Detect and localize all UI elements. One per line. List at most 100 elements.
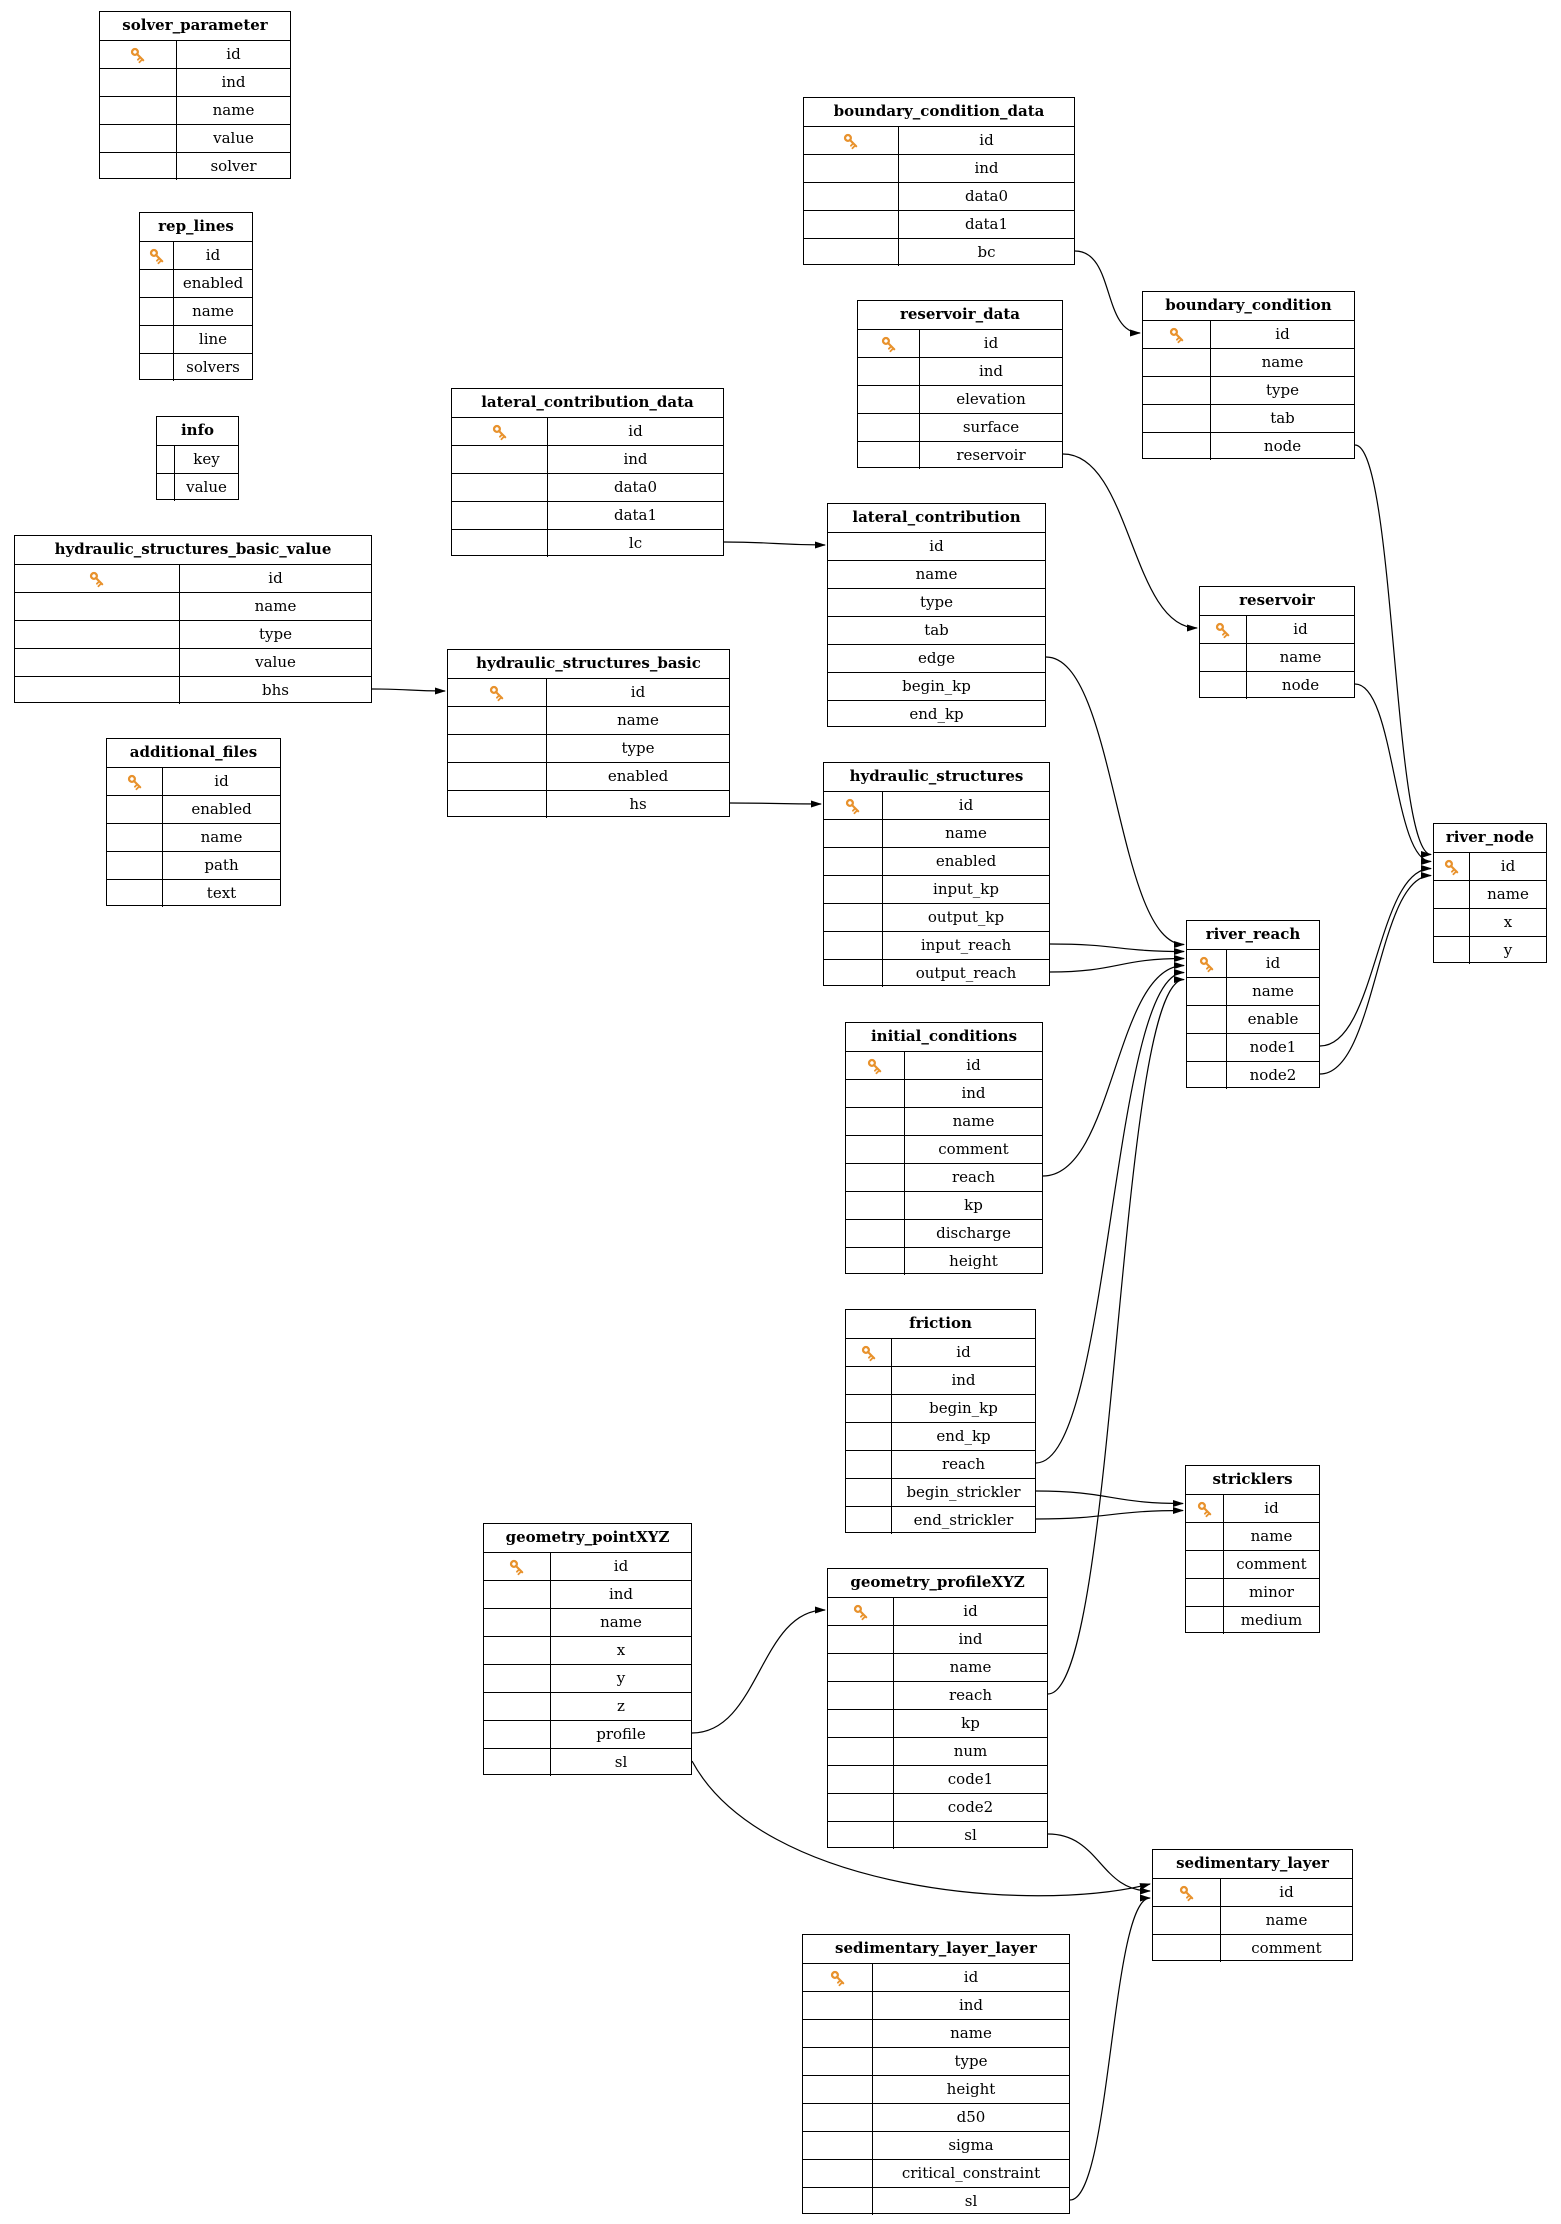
empty-key-cell [846, 1479, 892, 1506]
empty-key-cell [1434, 937, 1470, 964]
field-row-stricklers-medium: medium [1186, 1606, 1319, 1634]
empty-key-cell [824, 932, 883, 959]
field-row-lateral_contribution_data-ind: ind [452, 445, 723, 473]
primary-key-cell [15, 565, 180, 592]
field-row-boundary_condition_data-bc: bc [804, 238, 1074, 266]
empty-key-cell [824, 820, 883, 847]
field-row-reservoir_data-surface: surface [858, 413, 1062, 441]
field-name: name [192, 302, 234, 320]
field-row-lateral_contribution_data-data1: data1 [452, 501, 723, 529]
field-row-hydraulic_structures_basic-type: type [448, 734, 729, 762]
field-name: id [613, 1557, 629, 1575]
field-name: name [200, 828, 243, 846]
field-row-lateral_contribution_data-lc: lc [452, 529, 723, 557]
empty-key-cell [804, 155, 899, 182]
empty-key-cell [846, 1136, 905, 1163]
field-row-river_reach-id: id [1187, 949, 1319, 977]
field-row-lateral_contribution-end_kp: end_kp [828, 700, 1045, 728]
field-row-hydraulic_structures_basic_value-type: type [15, 620, 371, 648]
empty-key-cell [15, 677, 180, 704]
table-title-friction: friction [909, 1314, 972, 1332]
field-name: name [945, 824, 987, 842]
field-row-sedimentary_layer_layer-sl: sl [803, 2187, 1069, 2215]
field-name: id [958, 796, 974, 814]
field-row-sedimentary_layer_layer-sigma: sigma [803, 2131, 1069, 2159]
field-name: value [186, 478, 227, 496]
field-name: ind [974, 159, 999, 177]
field-name: z [617, 1697, 625, 1715]
field-name: node [1281, 676, 1320, 694]
field-row-hydraulic_structures_basic_value-id: id [15, 564, 371, 592]
field-name: id [214, 772, 229, 790]
field-row-rep_lines-enabled: enabled [140, 269, 252, 297]
empty-key-cell [824, 904, 883, 931]
field-name: name [1261, 353, 1304, 371]
primary-key-icon [130, 47, 145, 63]
empty-key-cell [803, 2188, 873, 2215]
empty-key-cell [15, 593, 180, 620]
empty-key-cell [448, 735, 547, 762]
field-row-sedimentary_layer_layer-name: name [803, 2019, 1069, 2047]
field-row-initial_conditions-comment: comment [846, 1135, 1042, 1163]
empty-key-cell [1186, 1551, 1224, 1578]
field-name: begin_strickler [906, 1483, 1021, 1501]
field-row-friction-begin_kp: begin_kp [846, 1394, 1035, 1422]
field-row-sedimentary_layer-id: id [1153, 1878, 1352, 1906]
empty-key-cell [107, 852, 163, 879]
empty-key-cell [804, 211, 899, 238]
field-name: sigma [948, 2136, 994, 2154]
primary-key-icon [1179, 1885, 1193, 1901]
field-name: name [1487, 885, 1529, 903]
table-title-boundary_condition: boundary_condition [1165, 296, 1332, 314]
field-name: reach [951, 1168, 996, 1186]
field-name: data0 [613, 478, 658, 496]
field-row-hydraulic_structures-name: name [824, 819, 1049, 847]
empty-key-cell [1200, 644, 1247, 671]
empty-key-cell [828, 1626, 894, 1653]
field-row-solver_parameter-ind: ind [100, 68, 290, 96]
table-title-hydraulic_structures_basic_value: hydraulic_structures_basic_value [54, 540, 332, 558]
field-row-geometry_pointXYZ-ind: ind [484, 1580, 691, 1608]
table-title-stricklers: stricklers [1212, 1470, 1293, 1488]
empty-key-cell [1187, 978, 1227, 1005]
field-row-solver_parameter-name: name [100, 96, 290, 124]
field-name: id [1264, 1499, 1279, 1517]
field-name: ind [221, 73, 246, 91]
field-name: type [920, 593, 953, 611]
empty-key-cell [484, 1721, 551, 1748]
empty-key-cell [484, 1693, 551, 1720]
table-title-sedimentary_layer_layer: sedimentary_layer_layer [835, 1939, 1037, 1957]
field-row-friction-reach: reach [846, 1450, 1035, 1478]
relation-arrow-boundary_condition-node [1354, 444, 1432, 858]
table-title-lateral_contribution: lateral_contribution [852, 508, 1021, 526]
empty-key-cell [803, 2020, 873, 2047]
primary-key-cell [803, 1964, 873, 1991]
field-name: ind [951, 1371, 976, 1389]
empty-key-cell [107, 880, 163, 907]
primary-key-icon [843, 133, 858, 149]
field-row-friction-id: id [846, 1338, 1035, 1366]
field-row-sedimentary_layer_layer-critical_constraint: critical_constraint [803, 2159, 1069, 2187]
field-row-river_node-name: name [1434, 880, 1546, 908]
empty-key-cell [828, 1654, 894, 1681]
field-name: x [616, 1641, 626, 1659]
field-name: type [621, 739, 655, 757]
empty-key-cell [824, 960, 883, 987]
field-name: key [193, 450, 220, 468]
field-row-river_reach-node1: node1 [1187, 1033, 1319, 1061]
field-name: data1 [964, 215, 1009, 233]
field-name: id [983, 334, 999, 352]
primary-key-cell [1186, 1495, 1224, 1522]
field-name: reach [941, 1455, 986, 1473]
field-row-reservoir_data-elevation: elevation [858, 385, 1062, 413]
empty-key-cell [100, 69, 177, 96]
empty-key-cell [452, 502, 548, 529]
field-name: sl [964, 1826, 977, 1844]
relation-arrow-friction-begin_strickler [1035, 1490, 1184, 1507]
empty-key-cell [1143, 433, 1211, 460]
